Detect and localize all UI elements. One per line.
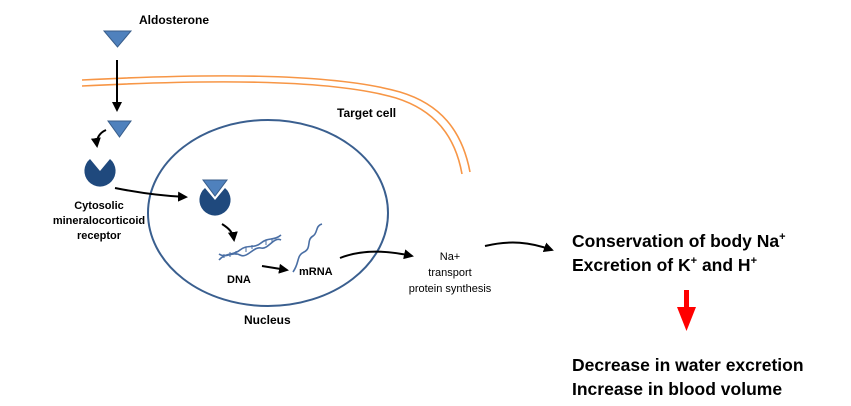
aldosterone-molecule-icon <box>102 30 133 48</box>
dna-binding-arrow <box>221 223 238 242</box>
effect-line-2: Excretion of K+ and H+ <box>572 255 757 275</box>
mrna-label: mRNA <box>299 266 333 278</box>
protein-label-line3: protein synthesis <box>409 283 492 295</box>
protein-label-line1: Na+ <box>440 251 461 263</box>
cytosolic-aldosterone-icon <box>107 120 132 138</box>
red-down-arrow-icon <box>677 290 696 331</box>
receptor-label-line3: receptor <box>77 230 122 242</box>
outcome-line-2: Increase in blood volume <box>572 379 782 399</box>
nuclear-receptor-icon <box>199 188 231 216</box>
hormone-label: Aldosterone <box>139 13 209 27</box>
transcription-arrow <box>261 263 289 274</box>
protein-label-line2: transport <box>428 267 471 279</box>
nucleus-outline <box>147 119 389 307</box>
outcome-line-1: Decrease in water excretion <box>572 355 804 375</box>
effect-arrow <box>484 241 554 252</box>
target-cell-label: Target cell <box>337 106 396 120</box>
translation-arrow <box>339 249 414 260</box>
nucleus-label: Nucleus <box>244 313 291 327</box>
receptor-label-line2: mineralocorticoid <box>53 215 145 227</box>
mrna-strand-icon <box>292 223 323 273</box>
translocation-arrow <box>114 187 188 202</box>
dna-label: DNA <box>227 274 251 286</box>
dna-helix-icon <box>218 234 282 261</box>
receptor-icon <box>84 159 116 187</box>
receptor-label-line1: Cytosolic <box>74 200 124 212</box>
nuclear-aldosterone-icon <box>202 179 228 197</box>
binding-arrow <box>90 129 107 148</box>
effect-line-1: Conservation of body Na+ <box>572 231 786 251</box>
cell-membrane <box>81 75 471 175</box>
